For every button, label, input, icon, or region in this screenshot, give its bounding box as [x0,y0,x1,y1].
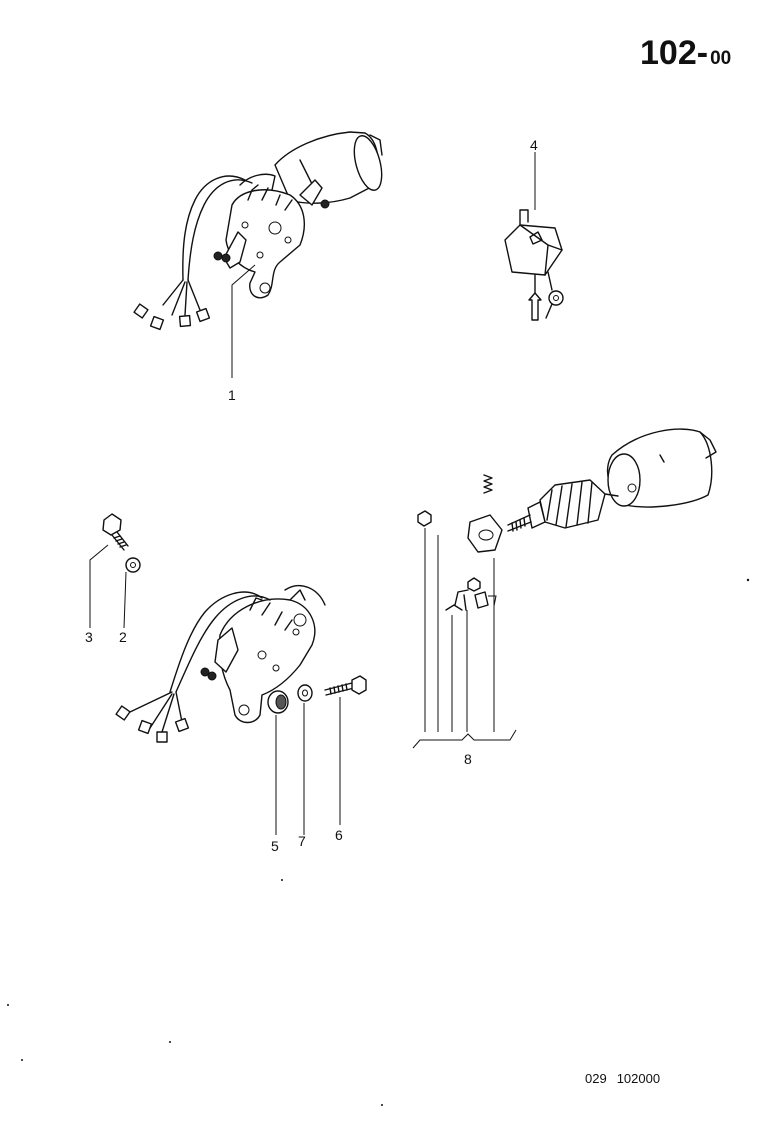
doc-code-prefix: 029 [585,1071,607,1086]
doc-code-number: 102000 [616,1071,661,1086]
page-number-sub: 00 [710,48,732,69]
callout-6: 6 [335,827,343,843]
brush-holder-icon [417,510,503,611]
motor-plate-icon [115,585,326,743]
callout-1: 1 [228,387,236,403]
wiper-motor-assembly-icon [133,131,383,331]
page-number: 102-00 [640,34,731,73]
armature-icon [507,479,619,532]
callout-8: 8 [464,751,472,767]
callout-2: 2 [119,629,127,645]
document-code: 029 102000 [585,1071,660,1086]
spring-icon [483,474,493,494]
callout-5: 5 [271,838,279,854]
bolt-icon [324,675,367,696]
page-number-dash: - [696,34,709,72]
callout-7: 7 [298,833,306,849]
washer-icon [125,557,141,573]
callout-3: 3 [85,629,93,645]
bolt-icon [102,513,129,551]
washer-icon [297,684,313,702]
motor-housing-icon [607,428,717,508]
bush-icon [267,690,289,714]
callout-4: 4 [530,137,538,153]
page-number-main: 102 [640,34,697,72]
relay-icon [504,209,564,321]
